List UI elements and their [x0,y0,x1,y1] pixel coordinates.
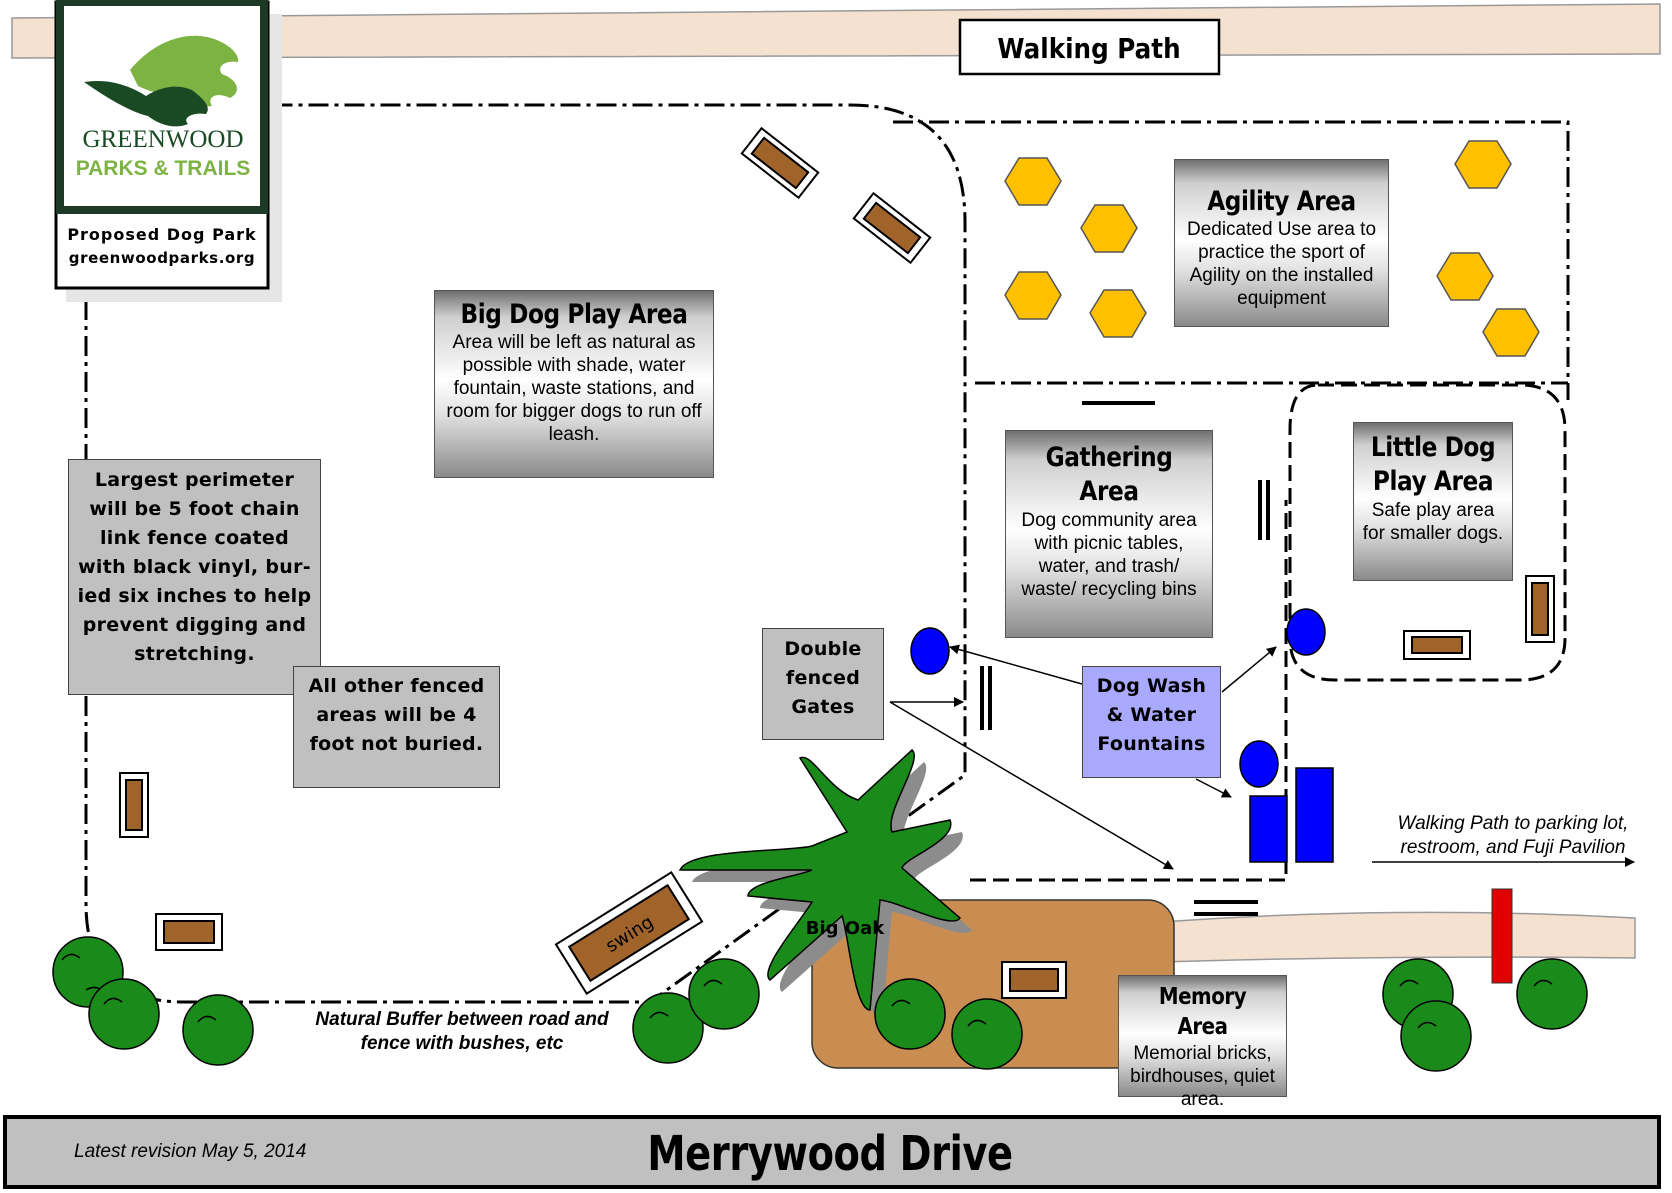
memory-area-description: Memorial bricks, birdhouses, quiet area. [1130,1043,1275,1110]
gathering-area-title-2: Area [1079,476,1139,507]
agility-area-label: Agility Area Dedicated Use area to pract… [1174,159,1389,327]
hexagon-2 [1080,204,1138,253]
gathering-area-description: Dog community area with picnic tables, w… [1021,510,1197,600]
oak-leaf-icon [130,35,239,107]
hexagon-4 [1089,289,1147,338]
bench-4 [155,913,223,951]
fountain-1 [910,627,950,675]
greenwood-logo: GREENWOOD PARKS & TRAILS Proposed Dog Pa… [54,0,282,302]
fountain-2 [1286,608,1326,656]
agility-area-title: Agility Area [1207,186,1356,217]
parking-path-note-text: Walking Path to parking lot, restroom, a… [1397,813,1629,858]
parking-path-note: Walking Path to parking lot, restroom, a… [1368,812,1658,860]
bench-5 [1001,961,1067,999]
dog-wash-station-2 [1295,767,1334,863]
hexagon-7 [1482,308,1540,357]
other-fences-note: All other fenced areas will be 4 foot no… [293,666,500,788]
dog-wash-note: Dog Wash & Water Fountains [1082,666,1221,778]
bench-7 [1525,575,1555,643]
oak-leaf-dark-icon [84,80,208,127]
little-dog-fence [1288,383,1567,682]
big-oak-tree: Big Oak [678,749,972,1022]
big-dog-area-label: Big Dog Play Area Area will be left as n… [434,290,714,478]
revision-date-text: Latest revision May 5, 2014 [74,1141,307,1162]
bush-4 [632,992,704,1064]
agility-hexagons [1004,140,1540,357]
callout-arrows [889,644,1635,870]
fountain-3 [1239,740,1279,788]
road-bar [3,1115,1661,1189]
logo-subtitle: Proposed Dog Park [67,225,256,244]
revision-date: Latest revision May 5, 2014 [60,1140,350,1164]
memory-area-title: Memory Area [1158,984,1247,1040]
big-dog-area-description: Area will be left as natural as possible… [446,332,702,445]
bench-2 [852,191,932,265]
dog-wash-note-text: Dog Wash & Water Fountains [1096,675,1207,755]
walking-path-label-box [958,18,1221,76]
memory-area-label: Memory Area Memorial bricks, birdhouses,… [1118,975,1287,1110]
swing: swing [554,870,704,996]
little-dog-area-description: Safe play area for smaller dogs. [1362,500,1504,544]
bench-3 [119,772,149,838]
bushes [52,936,1588,1072]
bush-2 [88,978,160,1050]
buffer-note-text: Natural Buffer between road and fence wi… [315,1009,609,1054]
gathering-area-title-1: Gathering [1045,442,1173,473]
perimeter-fence-note: Largest perimeter will be 5 foot chain l… [68,459,321,695]
water-fountains [910,608,1334,863]
double-gates-note-text: Double fenced Gates [784,638,862,718]
logo-tagline: PARKS & TRAILS [76,157,251,180]
walking-path-to-parking [1159,911,1636,963]
big-oak-label: Big Oak [806,918,885,939]
agility-fence [893,120,1570,400]
agility-area-description: Dedicated Use area to practice the sport… [1186,219,1377,309]
bush-5 [688,958,760,1030]
road-name-text: Merrywood Drive [647,1126,1013,1182]
gathering-area-label: Gathering Area Dog community area with p… [1005,430,1213,638]
big-dog-area-title: Big Dog Play Area [460,299,688,330]
hexagon-5 [1454,140,1512,189]
bush-7 [951,998,1023,1070]
gathering-fence [970,500,1288,882]
bush-6 [874,978,946,1050]
hexagon-6 [1436,252,1494,301]
path-post [1491,888,1513,984]
dog-wash-station-1 [1249,795,1288,863]
bench-6 [1403,630,1471,660]
buffer-note: Natural Buffer between road and fence wi… [294,1008,630,1056]
bush-3 [182,994,254,1066]
bush-10 [1516,958,1588,1030]
bench-1 [740,126,820,200]
other-fences-note-text: All other fenced areas will be 4 foot no… [308,675,485,755]
gate-symbols [980,401,1270,916]
double-gates-note: Double fenced Gates [762,628,884,740]
walking-path-label: Walking Path [997,34,1180,66]
logo-website: greenwoodparks.org [69,249,255,267]
benches [119,126,1555,999]
road-name: Merrywood Drive [540,1126,1120,1182]
perimeter-fence-note-text: Largest perimeter will be 5 foot chain l… [77,469,312,665]
little-dog-area-label: Little Dog Play Area Safe play area for … [1353,422,1513,581]
logo-name: GREENWOOD [82,126,243,153]
hexagon-1 [1004,157,1062,206]
little-dog-area-title-2: Play Area [1372,466,1494,497]
bush-9 [1400,1000,1472,1072]
walking-path-top [11,3,1661,59]
little-dog-area-title-1: Little Dog [1370,432,1496,463]
hexagon-3 [1004,271,1062,320]
